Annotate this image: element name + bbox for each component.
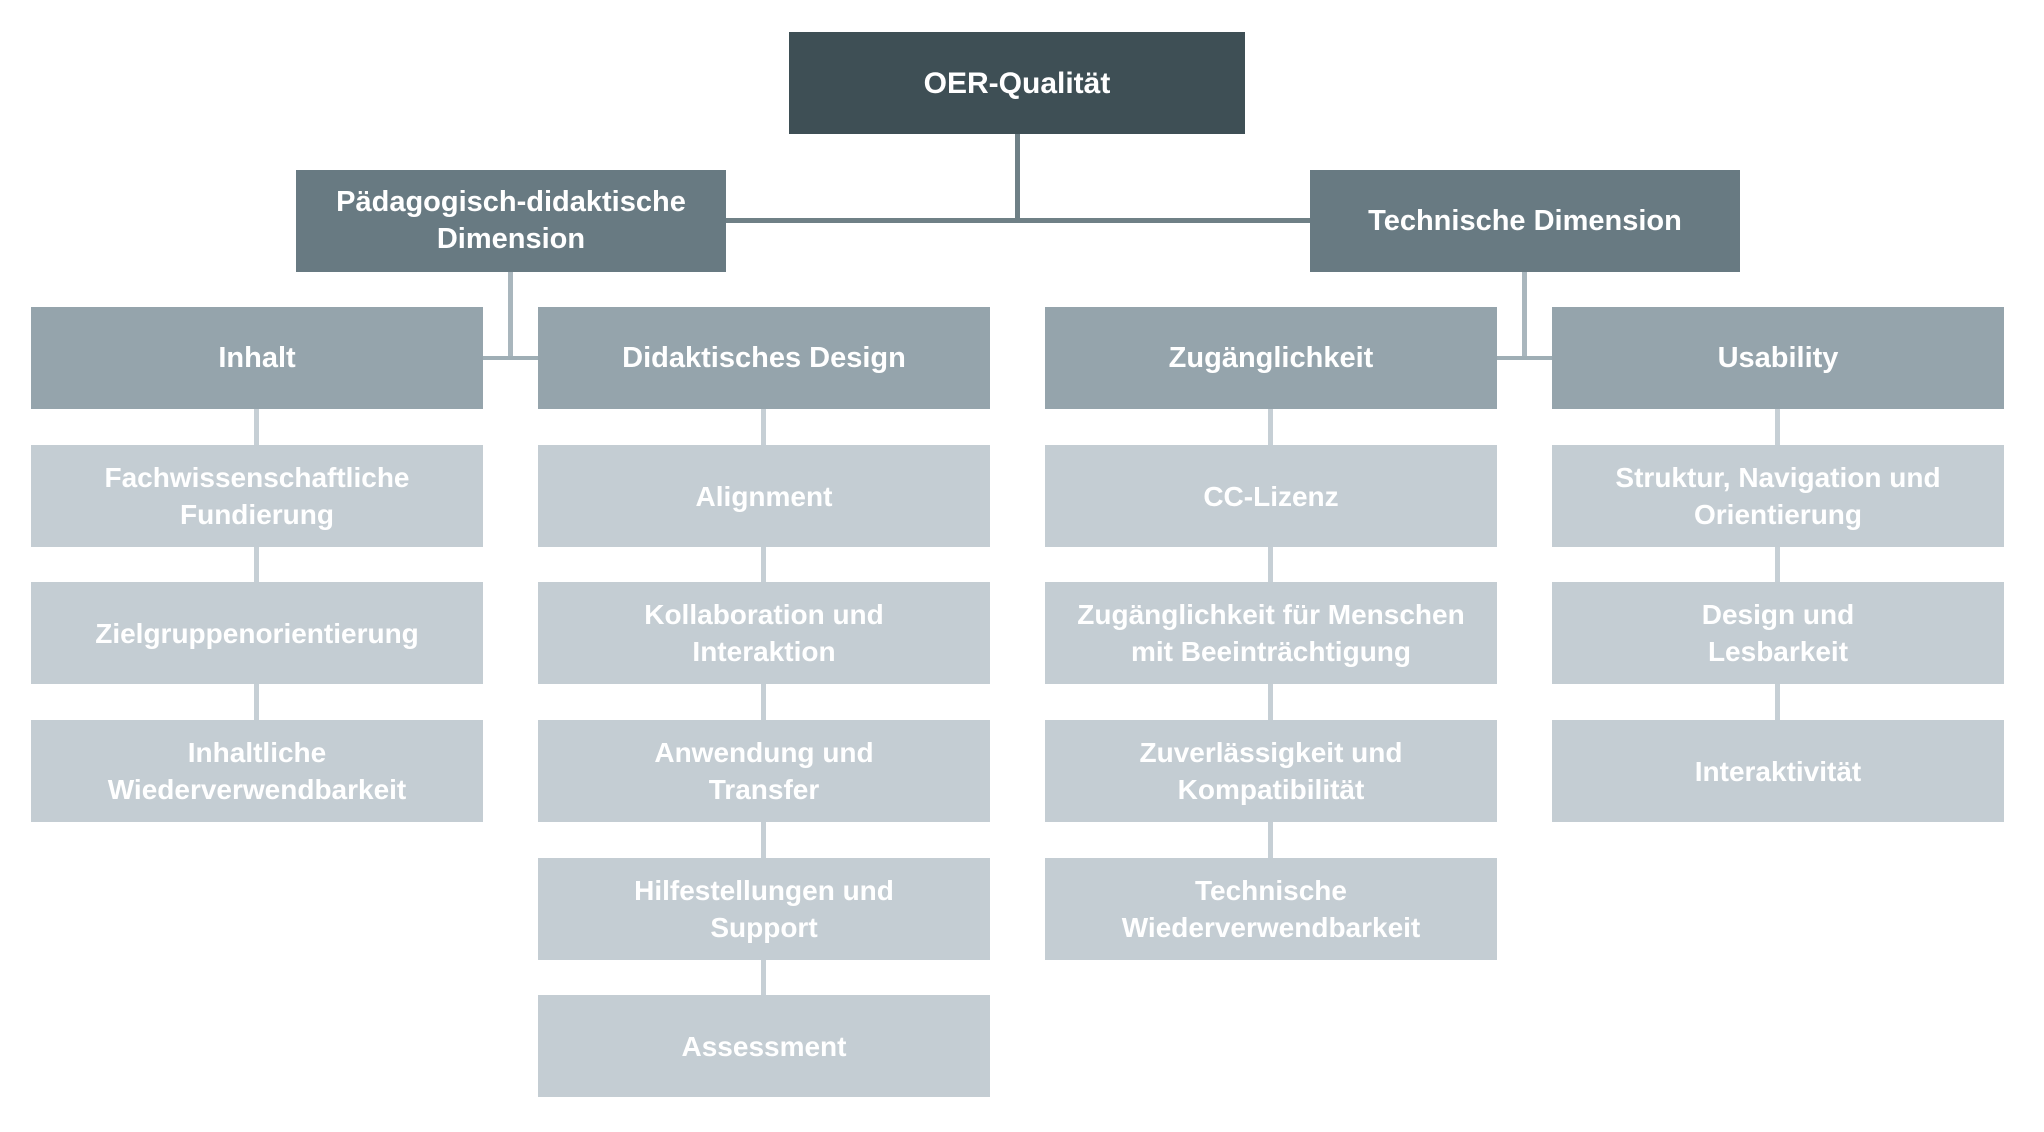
connector-col1-seg3 <box>254 684 259 720</box>
connector-col2-seg5 <box>761 960 766 995</box>
connector-col3-seg2 <box>1268 547 1273 582</box>
root-node-oer-qualitaet: OER-Qualität <box>789 32 1245 134</box>
item-node-assessment: Assessment <box>538 995 990 1097</box>
connector-col3-seg3 <box>1268 684 1273 720</box>
dimension-node-paedagogisch-didaktisch: Pädagogisch-didaktische Dimension <box>296 170 726 272</box>
item-node-interaktivitaet: Interaktivität <box>1552 720 2004 822</box>
item-node-zugaenglichkeit-menschen-beeintraechtigung: Zugänglichkeit für Menschen mit Beeinträ… <box>1045 582 1497 684</box>
item-node-zielgruppenorientierung: Zielgruppenorientierung <box>31 582 483 684</box>
connector-col1-seg2 <box>254 547 259 582</box>
connector-col2-seg1 <box>761 409 766 445</box>
connector-root-vertical <box>1015 134 1020 220</box>
category-node-usability: Usability <box>1552 307 2004 409</box>
connector-col4-seg3 <box>1775 684 1780 720</box>
connector-technisch-vertical <box>1522 272 1527 357</box>
item-node-fachwissenschaftliche-fundierung: Fachwissenschaftliche Fundierung <box>31 445 483 547</box>
item-node-hilfestellungen-support: Hilfestellungen und Support <box>538 858 990 960</box>
connector-col1-seg1 <box>254 409 259 445</box>
item-node-technische-wiederverwendbarkeit: Technische Wiederverwendbarkeit <box>1045 858 1497 960</box>
item-node-design-lesbarkeit: Design und Lesbarkeit <box>1552 582 2004 684</box>
item-node-kollaboration-interaktion: Kollaboration und Interaktion <box>538 582 990 684</box>
connector-col2-seg3 <box>761 684 766 720</box>
category-node-didaktisches-design: Didaktisches Design <box>538 307 990 409</box>
item-node-struktur-navigation-orientierung: Struktur, Navigation und Orientierung <box>1552 445 2004 547</box>
connector-paedagogisch-vertical <box>508 272 513 357</box>
connector-col4-seg2 <box>1775 547 1780 582</box>
connector-col2-seg2 <box>761 547 766 582</box>
category-node-inhalt: Inhalt <box>31 307 483 409</box>
connector-col4-seg1 <box>1775 409 1780 445</box>
item-node-cc-lizenz: CC-Lizenz <box>1045 445 1497 547</box>
connector-zugaenglichkeit-usability-tee <box>1497 356 1552 360</box>
connector-col3-seg4 <box>1268 822 1273 858</box>
item-node-alignment: Alignment <box>538 445 990 547</box>
item-node-anwendung-transfer: Anwendung und Transfer <box>538 720 990 822</box>
item-node-inhaltliche-wiederverwendbarkeit: Inhaltliche Wiederverwendbarkeit <box>31 720 483 822</box>
connector-col2-seg4 <box>761 822 766 858</box>
connector-dimensions-horizontal <box>726 218 1310 223</box>
connector-col3-seg1 <box>1268 409 1273 445</box>
category-node-zugaenglichkeit: Zugänglichkeit <box>1045 307 1497 409</box>
dimension-node-technisch: Technische Dimension <box>1310 170 1740 272</box>
connector-inhalt-didaktisch-tee <box>483 356 538 360</box>
item-node-zuverlaessigkeit-kompatibilitaet: Zuverlässigkeit und Kompatibilität <box>1045 720 1497 822</box>
